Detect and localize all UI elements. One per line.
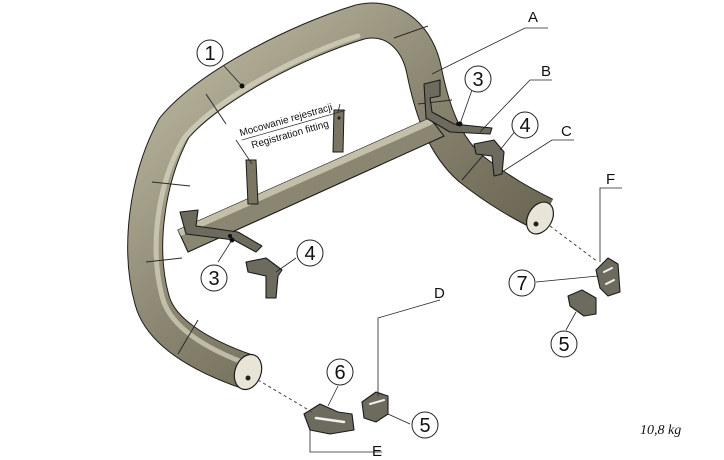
bracket-7	[595, 257, 621, 297]
clamp-bracket-right	[473, 139, 505, 177]
clamp-bracket-left	[245, 257, 283, 299]
callout-5-bottom: 5	[411, 411, 439, 439]
svg-text:7: 7	[516, 273, 527, 295]
weight-label: 10,8 kg	[640, 423, 681, 438]
svg-text:4: 4	[519, 115, 530, 137]
svg-text:3: 3	[472, 69, 483, 91]
callout-7: 7	[508, 269, 536, 297]
tube-end-right	[525, 201, 555, 235]
svg-text:1: 1	[204, 43, 215, 65]
alignment-line-left	[257, 379, 313, 413]
bracket-5-right	[567, 289, 597, 317]
label-b: B	[541, 63, 551, 80]
registration-leaders	[235, 103, 341, 165]
callout-3-left: 3	[200, 264, 228, 292]
main-tube	[127, 2, 554, 390]
callout-1: 1	[196, 39, 224, 67]
label-e: E	[372, 443, 382, 460]
bracket-5-bottom	[361, 391, 389, 423]
svg-text:6: 6	[334, 362, 345, 384]
label-c: C	[561, 123, 572, 140]
svg-text:4: 4	[304, 243, 315, 265]
leader-lines	[217, 27, 622, 453]
callout-4-left: 4	[296, 239, 324, 267]
svg-text:5: 5	[419, 415, 430, 437]
label-f: F	[606, 171, 615, 188]
label-d: D	[434, 285, 445, 302]
bracket-6	[303, 403, 355, 435]
callout-3-right: 3	[464, 65, 492, 93]
bar-bracket-left	[179, 209, 263, 253]
cross-bar	[177, 117, 445, 253]
registration-post-left	[245, 159, 259, 205]
label-a: A	[528, 9, 538, 26]
callout-6: 6	[326, 358, 354, 386]
tube-end-left	[233, 353, 263, 391]
svg-text:3: 3	[208, 268, 219, 290]
callout-4-right: 4	[511, 111, 539, 139]
alignment-line-right	[549, 225, 599, 263]
registration-post-right	[332, 109, 345, 153]
callout-5-right: 5	[550, 330, 578, 358]
svg-text:5: 5	[558, 334, 569, 356]
